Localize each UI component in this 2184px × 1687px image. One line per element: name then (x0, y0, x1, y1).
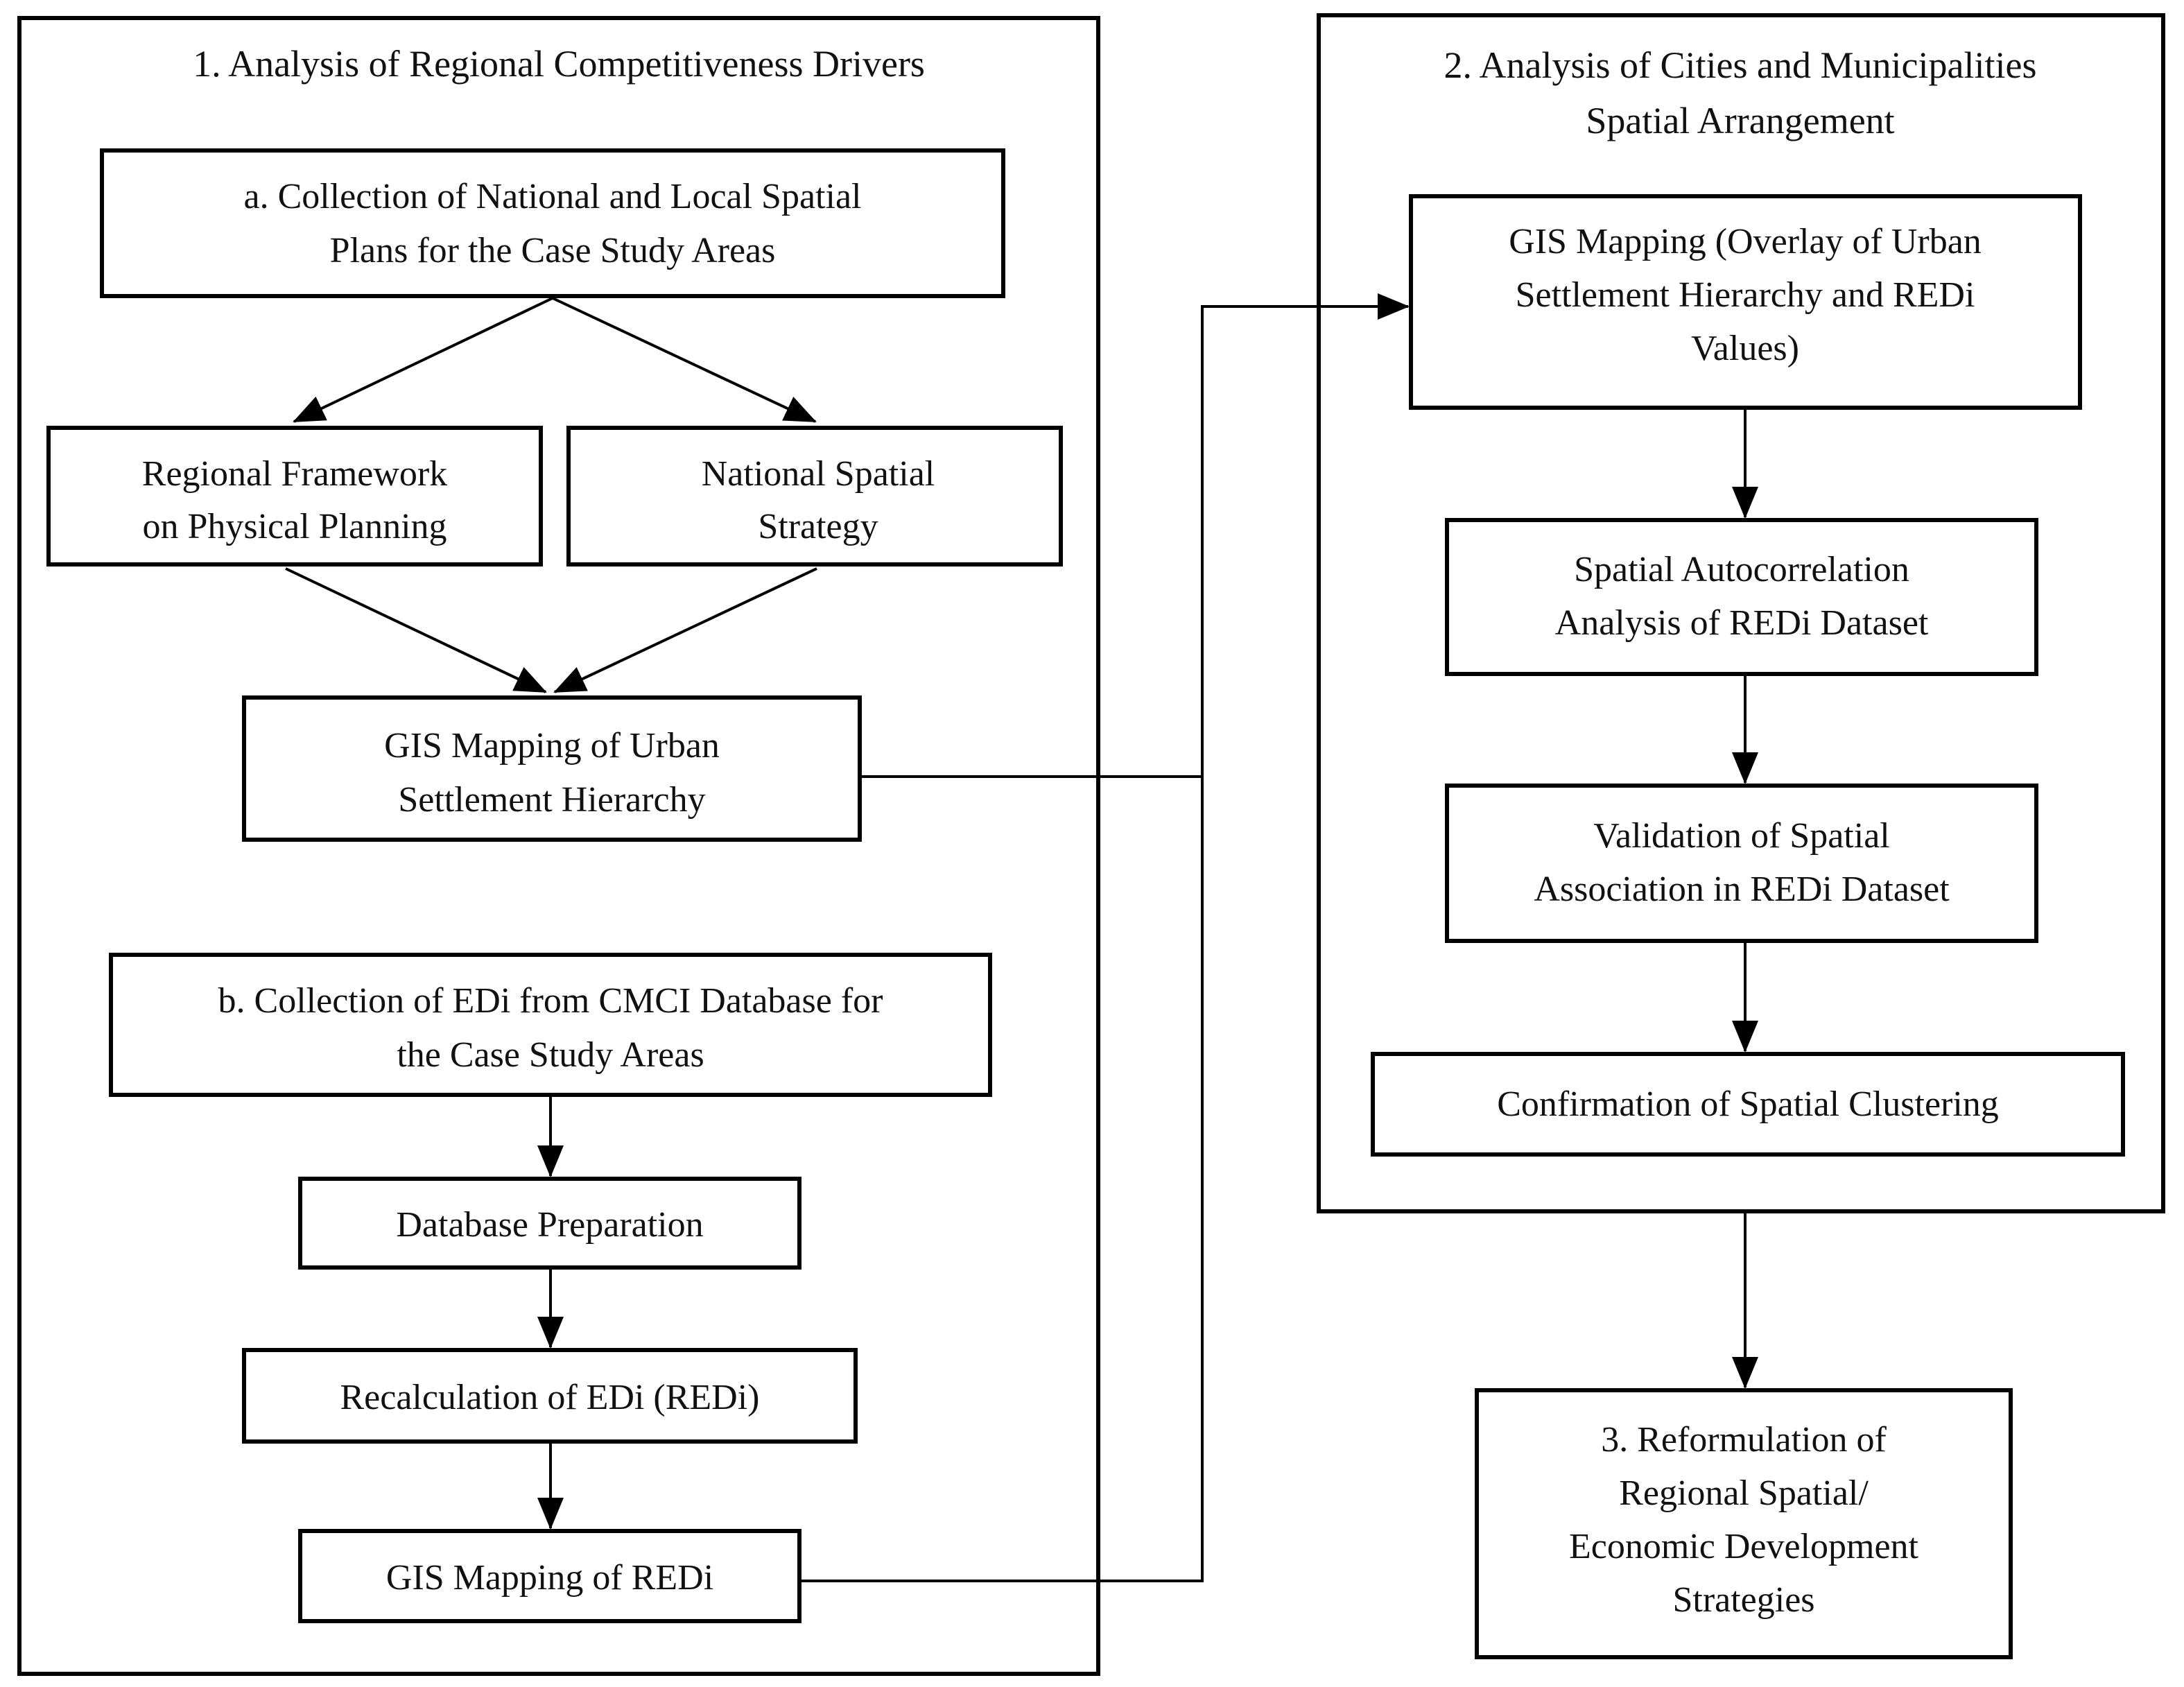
section2-title-line2: Spatial Arrangement (1586, 100, 1894, 141)
box-gis-redi (298, 1529, 801, 1623)
box-b-line1: b. Collection of EDi from CMCI Database … (218, 981, 883, 1021)
section2-frame (1317, 13, 2165, 1213)
box-regional-line2: on Physical Planning (142, 507, 447, 546)
box-autocorr-line2: Analysis of REDi Dataset (1555, 603, 1929, 643)
section1-frame (17, 16, 1100, 1676)
box-reform-line2: Regional Spatial/ (1619, 1473, 1869, 1513)
box-reform-line3: Economic Development (1569, 1527, 1919, 1566)
box-gis-overlay-line2: Settlement Hierarchy and REDi (1516, 275, 1975, 315)
box-recalc-text: Recalculation of EDi (REDi) (340, 1378, 759, 1417)
box-confirmation (1371, 1052, 2125, 1157)
section1-title: 1. Analysis of Regional Competitiveness … (193, 43, 925, 85)
box-validation (1445, 784, 2038, 943)
box-national-line1: National Spatial (702, 454, 935, 494)
box-gis-overlay-line3: Values) (1691, 329, 1799, 368)
section2-title-line1: 2. Analysis of Cities and Municipalities (1444, 44, 2037, 86)
box-a-line1: a. Collection of National and Local Spat… (244, 177, 862, 216)
box-gis-urban-hierarchy (242, 695, 862, 842)
box-a-collection (100, 148, 1005, 298)
box-gis-overlay (1409, 194, 2082, 410)
arrow-regional-to-gis-urban (285, 567, 547, 693)
box-gis-redi-text: GIS Mapping of REDi (386, 1558, 713, 1598)
box-recalculation (242, 1348, 858, 1444)
box-database-preparation (298, 1177, 801, 1270)
connector-gis-urban-to-overlay (860, 293, 1410, 778)
box-spatial-autocorrelation (1445, 518, 2038, 676)
box-gis-urban-line2: Settlement Hierarchy (398, 780, 705, 820)
box-reform-line1: 3. Reformulation of (1601, 1420, 1887, 1460)
box-regional-framework (46, 426, 543, 566)
box-validation-line2: Association in REDi Dataset (1534, 870, 1950, 909)
box-b-line2: the Case Study Areas (397, 1035, 704, 1075)
box-a-line2: Plans for the Case Study Areas (330, 231, 776, 270)
arrow-a-to-national (552, 297, 817, 423)
box-reformulation (1475, 1388, 2013, 1659)
box-autocorr-line1: Spatial Autocorrelation (1574, 550, 1909, 589)
box-gis-urban-line1: GIS Mapping of Urban (384, 726, 720, 765)
arrow-a-to-regional (293, 297, 553, 423)
box-regional-line1: Regional Framework (142, 454, 447, 494)
box-db-prep-text: Database Preparation (396, 1205, 703, 1245)
box-reform-line4: Strategies (1672, 1580, 1814, 1620)
box-validation-line1: Validation of Spatial (1593, 816, 1889, 856)
box-gis-overlay-line1: GIS Mapping (Overlay of Urban (1509, 222, 1982, 261)
box-b-collection (109, 953, 992, 1097)
arrow-national-to-gis-urban (553, 567, 817, 693)
connector-gis-redi-to-overlay (799, 777, 1204, 1582)
box-national-strategy (566, 426, 1063, 566)
box-national-line2: Strategy (758, 507, 878, 546)
box-confirm-text: Confirmation of Spatial Clustering (1497, 1084, 1999, 1124)
